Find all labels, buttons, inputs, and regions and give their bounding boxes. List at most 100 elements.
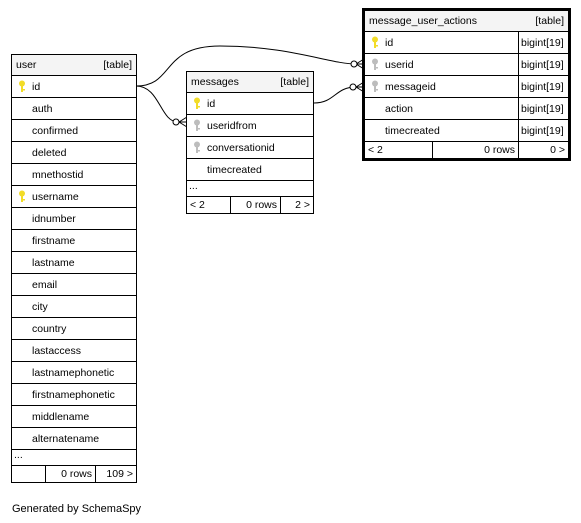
column-name: username	[32, 190, 79, 203]
table-header: message_user_actions [table]	[365, 11, 568, 32]
table-name: user	[16, 59, 37, 71]
column-row-messageid[interactable]: messageid bigint[19]	[365, 76, 568, 98]
table-name: messages	[191, 76, 239, 88]
column-name: auth	[32, 102, 53, 115]
column-name: timecreated	[207, 163, 262, 176]
primary-key-icon	[189, 97, 205, 110]
row-count: 0 rows	[46, 466, 96, 482]
column-row-timecreated[interactable]: timecreated	[187, 159, 313, 181]
children-count[interactable]: 109 >	[106, 468, 133, 480]
column-name: useridfrom	[207, 119, 257, 132]
primary-key-icon	[367, 36, 383, 49]
column-row-email[interactable]: email	[12, 274, 136, 296]
column-row-useridfrom[interactable]: useridfrom	[187, 115, 313, 137]
table-footer: < 2 0 rows 2 >	[187, 197, 313, 213]
table-type-tag: [table]	[535, 15, 564, 27]
column-name: alternatename	[32, 432, 100, 445]
foreign-key-icon	[189, 141, 205, 154]
column-row-idnumber[interactable]: idnumber	[12, 208, 136, 230]
column-name: idnumber	[32, 212, 76, 225]
column-name: lastaccess	[32, 344, 82, 357]
primary-key-icon	[14, 190, 30, 203]
column-name: confirmed	[32, 124, 79, 137]
parents-count[interactable]	[12, 466, 46, 482]
column-name: timecreated	[385, 124, 440, 137]
column-name: lastnamephonetic	[32, 366, 115, 379]
column-name: firstname	[32, 234, 76, 247]
children-count[interactable]: 2 >	[295, 199, 310, 211]
column-row-lastaccess[interactable]: lastaccess	[12, 340, 136, 362]
parents-count[interactable]: < 2	[187, 197, 231, 213]
column-row-country[interactable]: country	[12, 318, 136, 340]
column-row-city[interactable]: city	[12, 296, 136, 318]
column-row-conversationid[interactable]: conversationid	[187, 137, 313, 159]
column-row-auth[interactable]: auth	[12, 98, 136, 120]
column-name: middlename	[32, 410, 90, 423]
column-name: deleted	[32, 146, 67, 159]
column-row-confirmed[interactable]: confirmed	[12, 120, 136, 142]
column-type: bigint[19]	[518, 120, 568, 141]
column-row-userid[interactable]: userid bigint[19]	[365, 54, 568, 76]
optional-marker	[349, 83, 357, 91]
column-row-action[interactable]: action bigint[19]	[365, 98, 568, 120]
column-name: firstnamephonetic	[32, 388, 115, 401]
column-row-username[interactable]: username	[12, 186, 136, 208]
column-row-id[interactable]: id	[187, 93, 313, 115]
table-type-tag: [table]	[103, 59, 132, 71]
column-row-lastnamephonetic[interactable]: lastnamephonetic	[12, 362, 136, 384]
column-name: action	[385, 102, 414, 115]
column-row-lastname[interactable]: lastname	[12, 252, 136, 274]
column-row-alternatename[interactable]: alternatename	[12, 428, 136, 450]
column-list: id auth confirmed deleted mnethostid username…	[12, 76, 136, 450]
optional-marker	[172, 118, 180, 126]
table-header: messages [table]	[187, 72, 313, 93]
column-type: bigint[19]	[518, 32, 568, 53]
children-count[interactable]: 0 >	[550, 144, 565, 156]
more-columns-ellipsis: ...	[187, 181, 313, 197]
column-name: messageid	[385, 80, 436, 93]
foreign-key-icon	[189, 119, 205, 132]
table-name: message_user_actions	[369, 15, 477, 27]
optional-marker	[350, 60, 358, 68]
column-row-deleted[interactable]: deleted	[12, 142, 136, 164]
column-type: bigint[19]	[518, 98, 568, 119]
column-row-mnethostid[interactable]: mnethostid	[12, 164, 136, 186]
column-name: id	[32, 80, 41, 93]
column-row-timecreated[interactable]: timecreated bigint[19]	[365, 120, 568, 142]
column-name: email	[32, 278, 58, 291]
column-list: id useridfrom conversationid timecreated	[187, 93, 313, 181]
column-row-firstnamephonetic[interactable]: firstnamephonetic	[12, 384, 136, 406]
relation-messages-to-message-user-actions	[313, 86, 357, 104]
row-count: 0 rows	[231, 197, 281, 213]
more-columns-ellipsis: ...	[12, 450, 136, 466]
table-footer: < 2 0 rows 0 >	[365, 142, 568, 158]
column-name: city	[32, 300, 48, 313]
relation-user-to-messages	[135, 85, 179, 123]
column-row-id[interactable]: id	[12, 76, 136, 98]
primary-key-icon	[14, 80, 30, 93]
column-row-middlename[interactable]: middlename	[12, 406, 136, 428]
row-count: 0 rows	[433, 142, 519, 158]
column-name: mnethostid	[32, 168, 84, 181]
generated-by-credit: Generated by SchemaSpy	[12, 503, 142, 515]
table-footer: 0 rows 109 >	[12, 466, 136, 482]
column-name: id	[207, 97, 216, 110]
relation-user-to-message-user-actions	[135, 45, 357, 87]
column-name: country	[32, 322, 67, 335]
column-name: lastname	[32, 256, 75, 269]
parents-count[interactable]: < 2	[365, 142, 433, 158]
column-type: bigint[19]	[518, 54, 568, 75]
table-type-tag: [table]	[280, 76, 309, 88]
column-name: userid	[385, 58, 414, 71]
column-row-firstname[interactable]: firstname	[12, 230, 136, 252]
column-type: bigint[19]	[518, 76, 568, 97]
user-table[interactable]: user [table] id auth confirmed deleted mneth…	[11, 54, 137, 483]
foreign-key-icon	[367, 58, 383, 71]
table-header: user [table]	[12, 55, 136, 76]
column-name: conversationid	[207, 141, 275, 154]
messages-table[interactable]: messages [table] id useridfrom conversatio…	[186, 71, 314, 214]
